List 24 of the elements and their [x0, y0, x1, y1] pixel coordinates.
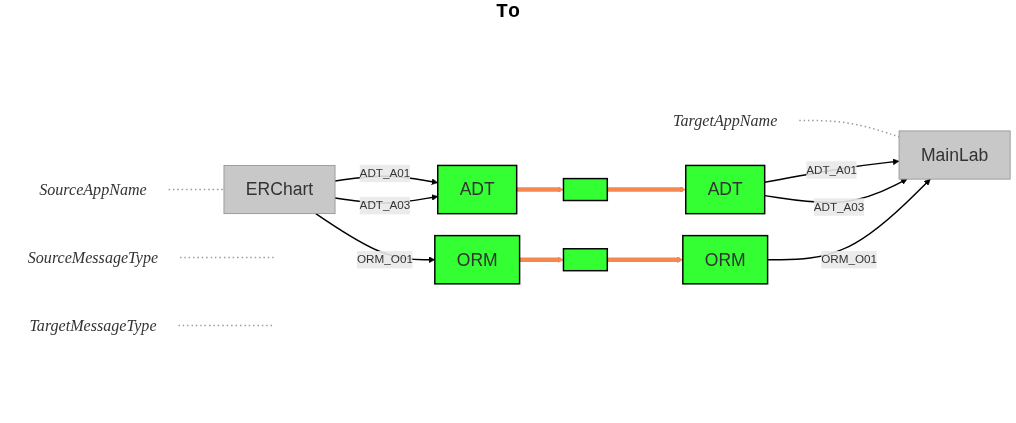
connector-word: To	[496, 0, 520, 23]
node-box: ORM	[682, 234, 769, 285]
node-box	[562, 248, 609, 272]
node-box	[562, 177, 609, 202]
node-text: SourceAppName	[39, 180, 147, 199]
edge-label: ADT_A01	[359, 166, 411, 180]
edge-label: ORM_O01	[357, 253, 413, 266]
node-box: ADT	[437, 164, 518, 215]
node-box: MainLab	[898, 130, 1011, 180]
node-box: ERChart	[223, 165, 336, 215]
edge-label: ADT_A03	[359, 199, 411, 212]
arrow	[516, 186, 564, 193]
leader-line	[167, 188, 225, 191]
node-text: SourceMessageType	[27, 248, 159, 267]
edge-label: ADT_A01	[806, 163, 857, 176]
arrow	[519, 256, 564, 263]
leader-line	[179, 256, 275, 259]
node-box: ORM	[434, 234, 521, 285]
node-text: TargetAppName	[673, 111, 778, 130]
edge-label: ADT_A03	[813, 200, 865, 213]
node-text: TargetMessageType	[29, 316, 157, 335]
leader-line	[177, 324, 275, 327]
node-box: ADT	[685, 164, 766, 215]
edge-label: ORM_O01	[821, 253, 878, 266]
